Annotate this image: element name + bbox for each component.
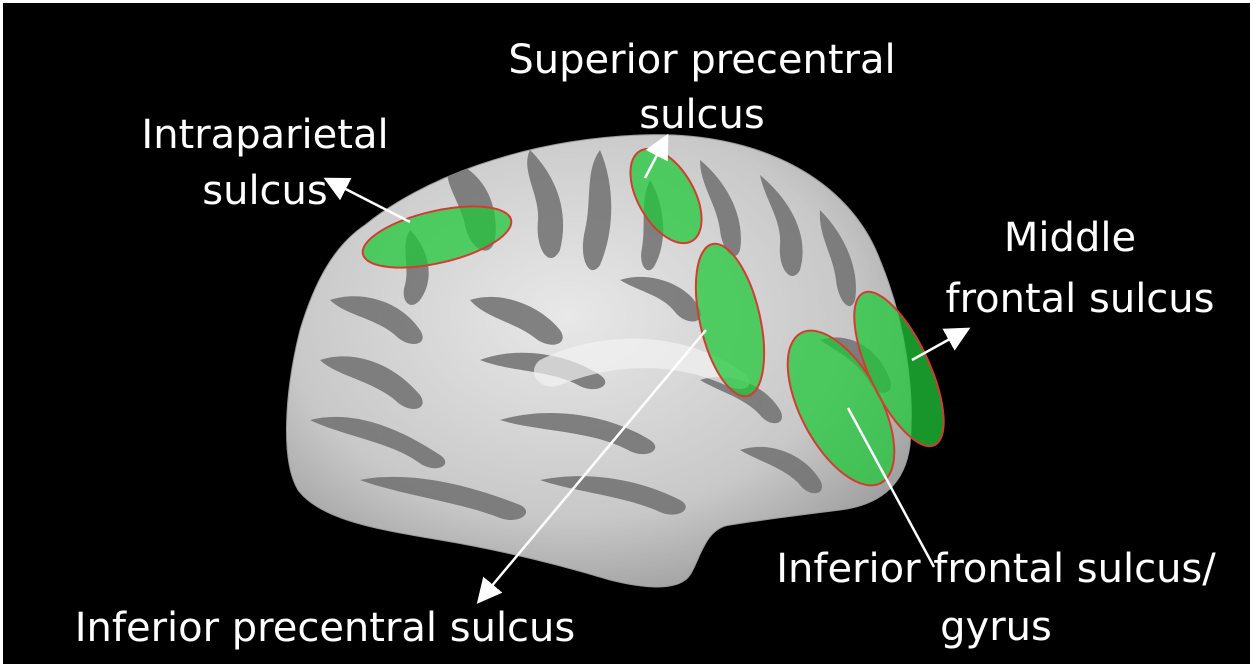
label-superior-precentral-line2: sulcus xyxy=(639,92,765,138)
label-intraparietal-line2: sulcus xyxy=(202,168,328,214)
label-inferior-frontal-line1: Inferior frontal sulcus/ xyxy=(776,546,1216,592)
label-middle-frontal-line2: frontal sulcus xyxy=(946,276,1215,322)
label-superior-precentral-line1: Superior precentral xyxy=(508,37,895,83)
label-inferior-precentral: Inferior precentral sulcus xyxy=(75,605,576,651)
label-inferior-frontal-line2: gyrus xyxy=(940,604,1052,650)
label-middle-frontal-line1: Middle xyxy=(1004,215,1136,261)
arrow-intraparietal xyxy=(328,180,410,222)
label-intraparietal-line1: Intraparietal xyxy=(141,112,388,158)
